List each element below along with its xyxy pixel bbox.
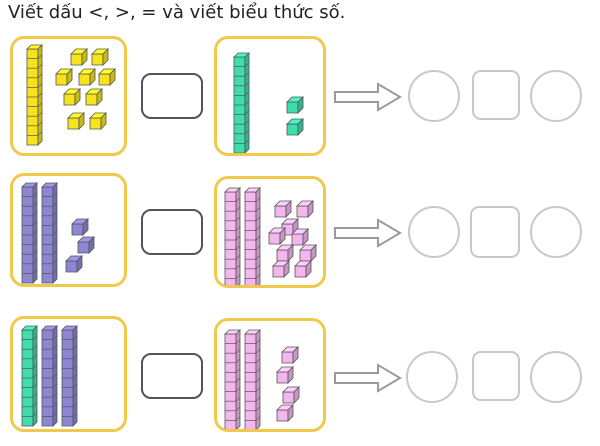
unit-cube [282,386,300,404]
right-arrow-icon [334,363,402,393]
ten-rod [41,182,58,284]
unit-cube [268,227,286,245]
answer-number-left[interactable] [408,70,460,122]
unit-cube [276,244,294,262]
unit-cube [91,48,109,66]
unit-cube [70,48,88,66]
unit-cube [291,228,309,246]
unit-cube [286,96,304,114]
answer-number-right[interactable] [530,206,582,258]
comparison-row-3 [0,316,600,446]
unit-cube [281,346,299,364]
ten-rod [244,187,261,285]
unit-cube [286,118,304,136]
unit-cube [65,255,83,273]
right-block-panel [214,36,326,156]
unit-cube [55,68,73,86]
unit-cube [272,260,290,278]
answer-number-right[interactable] [530,351,582,403]
comparison-sign-box[interactable] [141,209,203,255]
unit-cube [274,200,292,218]
base-ten-blocks [224,187,317,285]
unit-cube [77,236,95,254]
answer-sign-box[interactable] [470,206,520,258]
left-block-panel [10,173,127,287]
comparison-sign-box[interactable] [141,73,203,119]
right-block-panel [214,176,326,288]
answer-sign-box[interactable] [472,351,520,401]
unit-cube [276,404,294,422]
left-block-panel [10,36,127,156]
unit-cube [276,366,294,384]
answer-number-left[interactable] [408,206,460,258]
unit-cube [85,88,103,106]
right-arrow-icon [334,218,402,248]
unit-cube [296,200,314,218]
comparison-sign-box[interactable] [141,353,203,399]
unit-cube [71,218,89,236]
base-ten-blocks [224,329,300,429]
base-ten-blocks [21,325,78,427]
base-ten-blocks [233,52,304,153]
unit-cube [98,68,116,86]
ten-rod [21,182,38,284]
answer-sign-box[interactable] [472,70,520,120]
comparison-row-2 [0,173,600,303]
unit-cube [63,88,81,106]
unit-cube [89,112,107,130]
right-arrow-icon [334,82,402,112]
base-ten-blocks [26,44,116,146]
unit-cube [299,244,317,262]
ten-rod [224,187,241,285]
left-block-panel [10,316,127,432]
answer-number-left[interactable] [406,351,458,403]
ten-rod [244,329,261,429]
comparison-row-1 [0,36,600,166]
right-block-panel [214,318,326,432]
ten-rod [61,325,78,427]
unit-cube [67,112,85,130]
exercise-title: Viết dấu <, >, = và viết biểu thức số. [8,2,346,23]
base-ten-blocks [21,182,95,284]
ten-rod [233,52,250,153]
answer-number-right[interactable] [530,70,582,122]
unit-cube [78,68,96,86]
ten-rod [21,325,38,427]
ten-rod [41,325,58,427]
ten-rod [26,44,43,146]
unit-cube [294,260,312,278]
ten-rod [224,329,241,429]
